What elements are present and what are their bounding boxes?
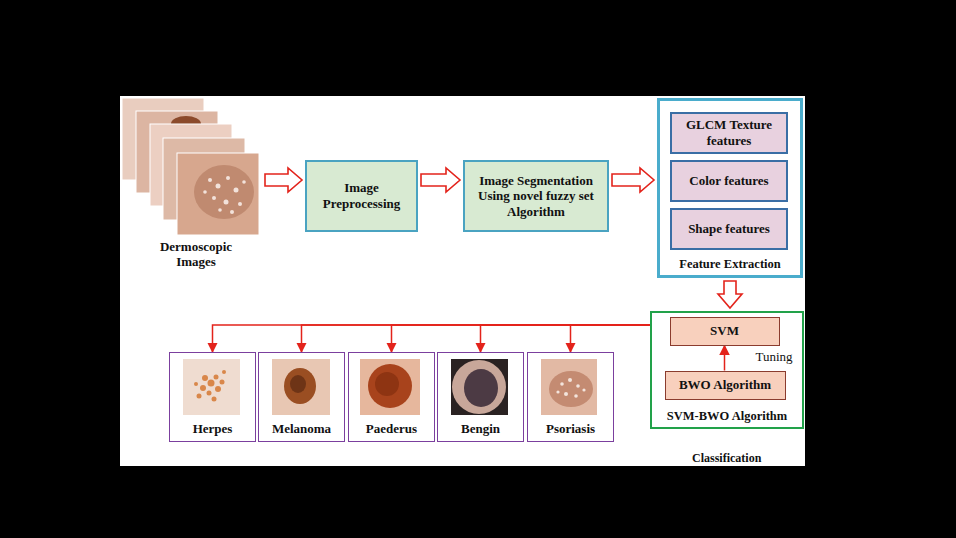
node-text: Bengin bbox=[438, 421, 523, 437]
node-text: Image Segmentation Using novel fuzzy set… bbox=[470, 173, 602, 220]
class-box: Paederus bbox=[348, 352, 435, 442]
node-text: Color features bbox=[689, 173, 768, 189]
process-box: Image Segmentation Using novel fuzzy set… bbox=[463, 160, 609, 232]
arrow-line bbox=[481, 325, 651, 352]
arrow-line bbox=[724, 346, 726, 371]
feature-box: Shape features bbox=[670, 208, 788, 250]
node-text: Psoriasis bbox=[528, 421, 613, 437]
process-box: Image Preprocessing bbox=[305, 160, 418, 232]
node-text: Feature Extraction bbox=[660, 257, 800, 272]
arrow-line bbox=[392, 325, 651, 352]
node-text: SVM bbox=[710, 323, 739, 339]
caption-label: Classification bbox=[692, 451, 761, 466]
node-text: SVM-BWO Algorithm bbox=[652, 409, 802, 424]
arrow-line bbox=[302, 325, 651, 352]
node-text: Melanoma bbox=[259, 421, 344, 437]
node-text: GLCM Texture features bbox=[677, 117, 781, 148]
skin-image bbox=[177, 153, 259, 235]
class-box: Bengin bbox=[437, 352, 524, 442]
feature-box: Color features bbox=[670, 160, 788, 202]
group-box: SVM-BWO Algorithm SVM BWO Algorithm bbox=[650, 311, 804, 429]
psoriasis-thumbnail bbox=[541, 359, 597, 415]
block-arrow bbox=[612, 168, 654, 192]
node-text: Shape features bbox=[688, 221, 770, 237]
node-text: Herpes bbox=[170, 421, 255, 437]
image-stack: Dermoscopic Images bbox=[130, 96, 262, 272]
arrow-line bbox=[213, 325, 651, 352]
melanoma-thumbnail bbox=[272, 359, 330, 415]
class-box: Psoriasis bbox=[527, 352, 614, 442]
lesion bbox=[194, 165, 254, 219]
group-box: Feature Extraction GLCM Texture featuresC… bbox=[657, 98, 803, 278]
herpes-thumbnail bbox=[183, 359, 240, 415]
block-arrow bbox=[718, 281, 742, 308]
bengin-thumbnail bbox=[451, 359, 508, 415]
scale-flecks bbox=[203, 176, 246, 214]
feature-box: GLCM Texture features bbox=[670, 112, 788, 154]
node-text: Paederus bbox=[349, 421, 434, 437]
dermoscopic-image-stack bbox=[122, 98, 259, 235]
algorithm-box: SVM bbox=[670, 317, 780, 346]
block-arrow bbox=[421, 168, 460, 192]
paederus-thumbnail bbox=[360, 359, 420, 415]
edge-label: Tuning bbox=[755, 349, 794, 365]
class-box: Herpes bbox=[169, 352, 256, 442]
node-text: BWO Algorithm bbox=[679, 377, 771, 393]
algorithm-box: BWO Algorithm bbox=[665, 371, 786, 400]
node-text: Image Preprocessing bbox=[312, 180, 411, 211]
class-box: Melanoma bbox=[258, 352, 345, 442]
arrow-line bbox=[571, 325, 651, 352]
node-text: Dermoscopic Images bbox=[150, 239, 242, 270]
block-arrow bbox=[265, 168, 302, 192]
